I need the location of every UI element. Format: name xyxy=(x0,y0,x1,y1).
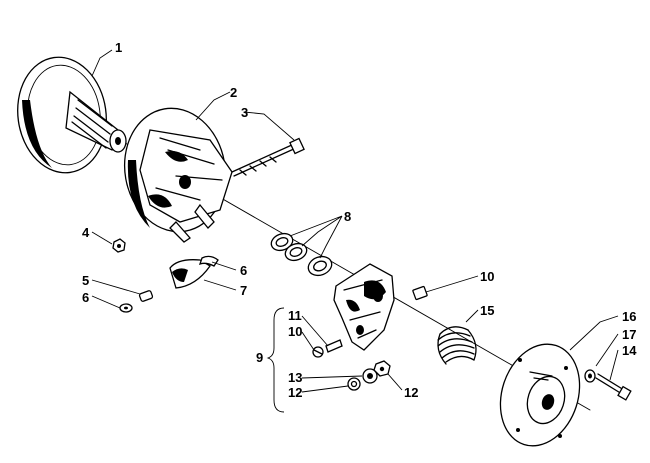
pin-part-5 xyxy=(138,290,154,302)
group-bracket xyxy=(266,307,285,413)
fixed-sheave-part-1 xyxy=(17,56,127,174)
slider-block-part-10 xyxy=(412,285,428,301)
washer-part-17 xyxy=(584,369,596,383)
callout-12-right: 12 xyxy=(404,385,418,400)
callout-13: 13 xyxy=(288,370,302,385)
roller-pin-part-11 xyxy=(325,339,343,353)
roller-part-10 xyxy=(312,346,324,358)
callout-15: 15 xyxy=(480,303,494,318)
washer-part-12-left xyxy=(347,377,361,391)
callout-16: 16 xyxy=(622,309,636,324)
callout-6-left: 6 xyxy=(82,290,89,305)
movable-sheave-part-2 xyxy=(123,107,233,243)
callout-11: 11 xyxy=(288,308,302,323)
callout-17: 17 xyxy=(622,327,636,342)
washers-part-8 xyxy=(270,232,333,277)
leader-lines xyxy=(91,49,619,393)
bushing-part-7 xyxy=(169,259,211,289)
callout-10-left: 10 xyxy=(288,324,302,339)
callout-14: 14 xyxy=(622,343,637,358)
callout-2: 2 xyxy=(230,85,237,100)
bolt-part-3 xyxy=(231,137,305,177)
weight-arm-part-9 xyxy=(333,263,395,351)
callout-9: 9 xyxy=(256,350,263,365)
bushing-part-13 xyxy=(362,368,378,384)
spring-part-15 xyxy=(437,326,477,365)
callout-6-right: 6 xyxy=(240,263,247,278)
cover-part-16 xyxy=(499,343,581,447)
nut-part-4 xyxy=(112,238,126,253)
callout-4: 4 xyxy=(82,225,90,240)
callout-5: 5 xyxy=(82,273,89,288)
callout-10-right: 10 xyxy=(480,269,494,284)
shim-part-6-right xyxy=(198,255,219,267)
bolt-part-14 xyxy=(595,373,632,401)
callout-8: 8 xyxy=(344,209,351,224)
callout-12-left: 12 xyxy=(288,385,302,400)
callout-7: 7 xyxy=(240,283,247,298)
callout-3: 3 xyxy=(241,105,248,120)
callout-labels: 1 2 3 4 5 6 6 7 8 9 10 10 11 12 12 13 14… xyxy=(82,40,637,400)
washer-part-6-left xyxy=(119,303,133,313)
callout-1: 1 xyxy=(115,40,122,55)
